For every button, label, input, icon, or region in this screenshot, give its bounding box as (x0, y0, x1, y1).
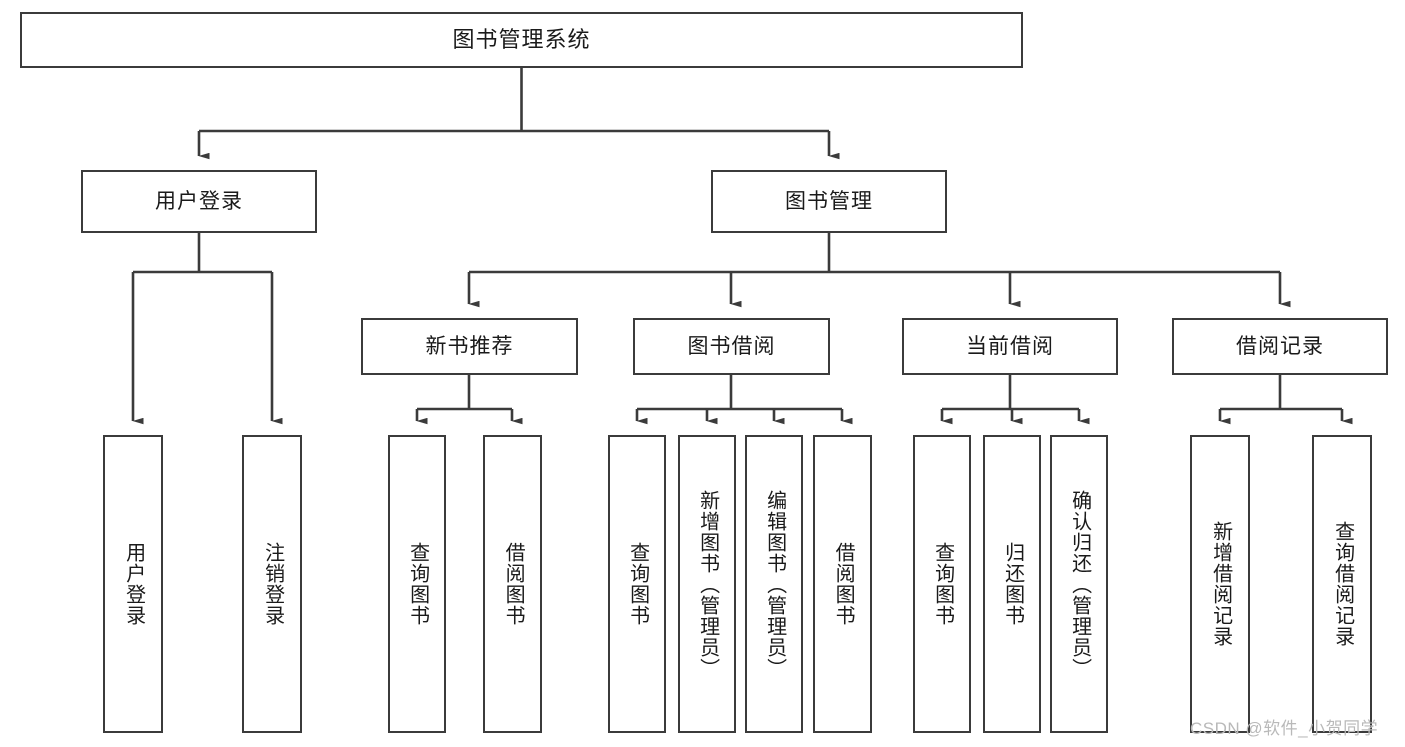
node-label: 归还图书 (1001, 542, 1024, 626)
node-new-book-recommend[interactable]: 新书推荐 (361, 318, 578, 375)
node-label: 图书管理 (785, 189, 873, 213)
node-label: 用户登录 (122, 542, 145, 626)
node-label: 当前借阅 (966, 334, 1054, 358)
node-leaf-borrow-book-2[interactable]: 借阅图书 (813, 435, 872, 733)
node-label: 借阅图书 (502, 542, 525, 626)
node-book-management[interactable]: 图书管理 (711, 170, 947, 233)
node-label: 新增图书（管理员） (696, 489, 719, 679)
node-label: 确认归还（管理员） (1068, 489, 1091, 679)
node-leaf-add-book-admin[interactable]: 新增图书（管理员） (678, 435, 736, 733)
node-label: 新增借阅记录 (1209, 521, 1232, 647)
node-label: 新书推荐 (425, 334, 514, 358)
node-leaf-borrow-book-1[interactable]: 借阅图书 (483, 435, 542, 733)
node-leaf-add-borrow-record[interactable]: 新增借阅记录 (1190, 435, 1250, 733)
node-leaf-confirm-return-admin[interactable]: 确认归还（管理员） (1050, 435, 1108, 733)
node-label: 查询图书 (931, 542, 954, 626)
node-leaf-query-book-1[interactable]: 查询图书 (388, 435, 446, 733)
node-label: 注销登录 (261, 542, 284, 626)
node-leaf-return-book[interactable]: 归还图书 (983, 435, 1041, 733)
node-leaf-query-book-3[interactable]: 查询图书 (913, 435, 971, 733)
node-leaf-query-book-2[interactable]: 查询图书 (608, 435, 666, 733)
node-leaf-query-borrow-record[interactable]: 查询借阅记录 (1312, 435, 1372, 733)
node-user-login[interactable]: 用户登录 (81, 170, 317, 233)
csdn-watermark: CSDN @软件_小贺同学 (1190, 719, 1379, 738)
node-label: 图书管理系统 (452, 26, 591, 52)
node-book-management-system[interactable]: 图书管理系统 (20, 12, 1023, 68)
node-label: 图书借阅 (687, 334, 776, 358)
node-current-borrow[interactable]: 当前借阅 (902, 318, 1118, 375)
node-label: 借阅图书 (832, 542, 855, 626)
node-label: 查询图书 (406, 542, 429, 626)
node-label: 查询图书 (626, 542, 649, 626)
node-label: 编辑图书（管理员） (763, 489, 786, 679)
node-label: 用户登录 (155, 189, 243, 213)
node-book-borrow[interactable]: 图书借阅 (633, 318, 830, 375)
node-leaf-edit-book-admin[interactable]: 编辑图书（管理员） (745, 435, 803, 733)
node-leaf-logout-login[interactable]: 注销登录 (242, 435, 302, 733)
node-label: 查询借阅记录 (1331, 521, 1354, 647)
node-borrow-record[interactable]: 借阅记录 (1172, 318, 1388, 375)
node-label: 借阅记录 (1236, 334, 1324, 358)
node-leaf-user-login[interactable]: 用户登录 (103, 435, 163, 733)
